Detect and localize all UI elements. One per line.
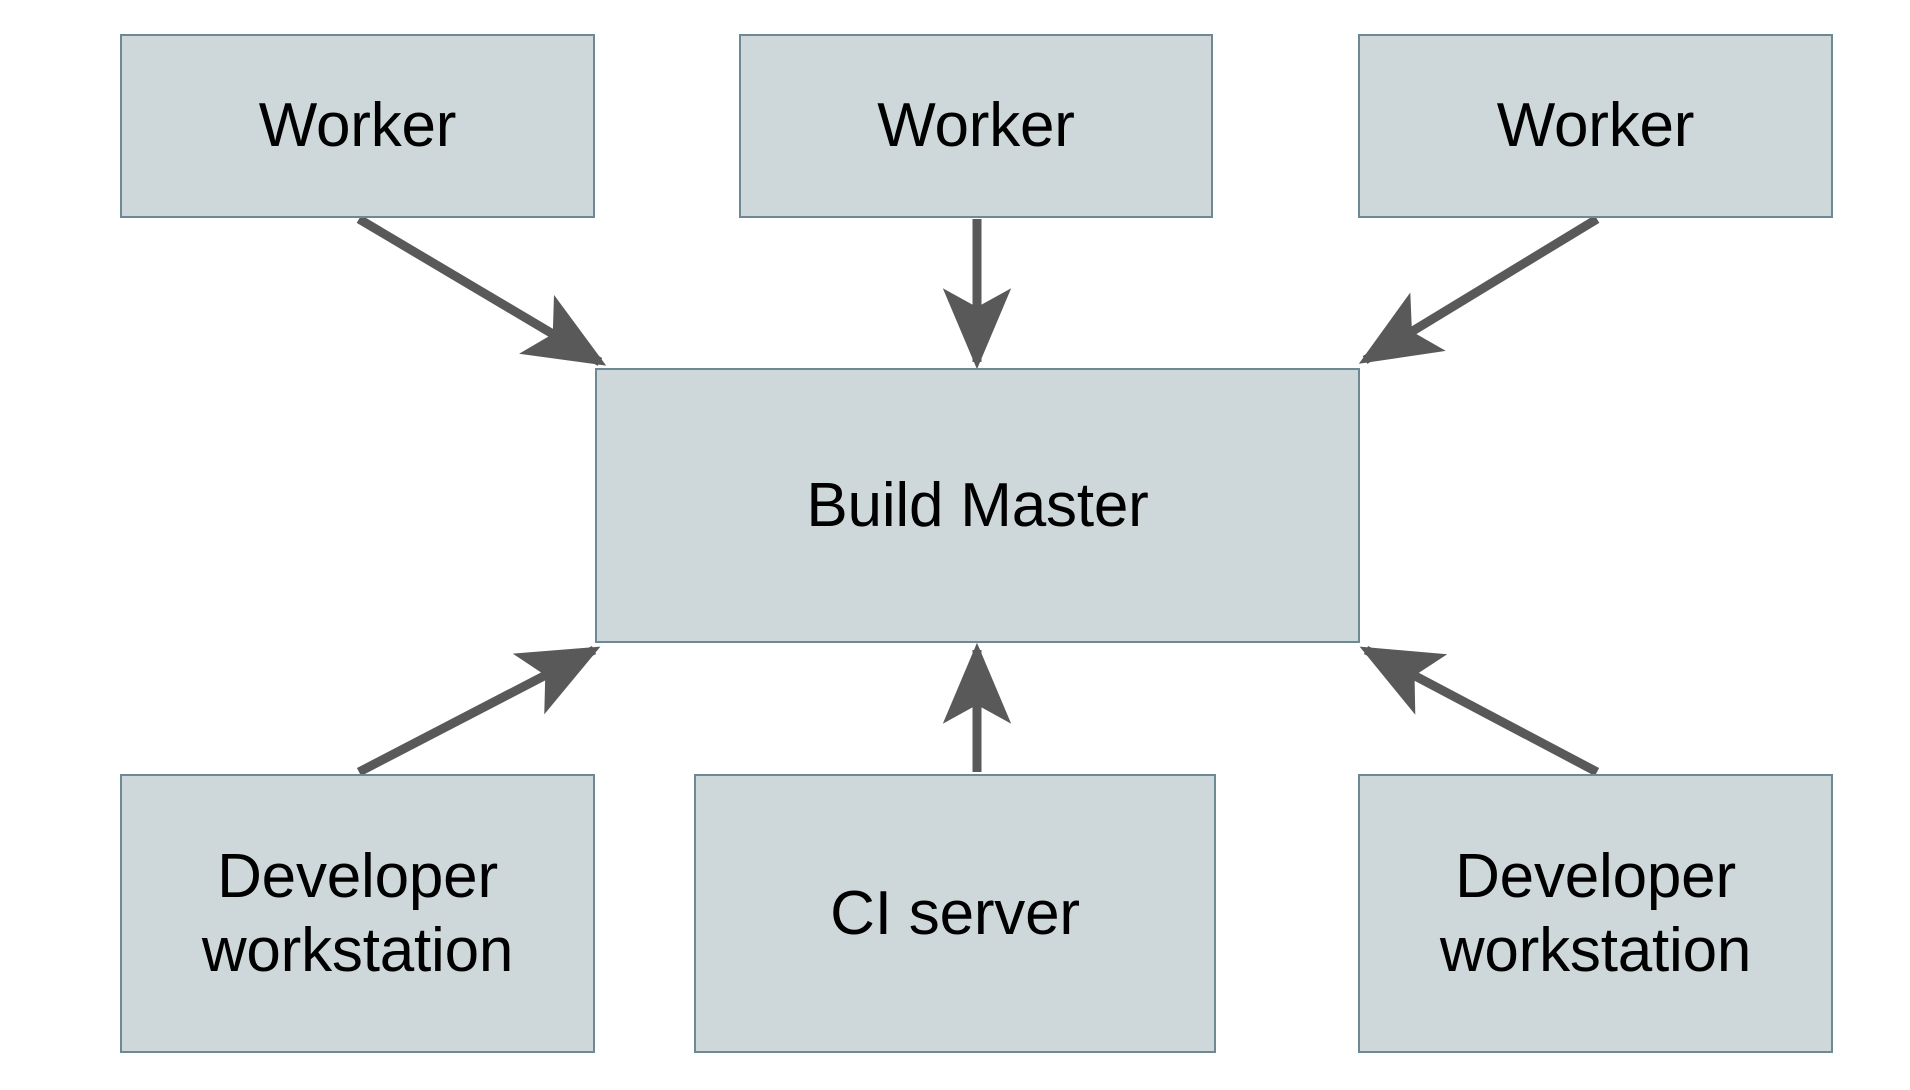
node-label: Build Master: [806, 470, 1149, 540]
node-worker-left[interactable]: Worker: [120, 34, 595, 218]
node-ci-server[interactable]: CI server: [694, 774, 1216, 1053]
node-label: Worker: [877, 91, 1075, 161]
node-worker-right[interactable]: Worker: [1358, 34, 1833, 218]
edge-dev-right-to-build-master: [1359, 646, 1600, 776]
node-label: Developer workstation: [201, 842, 514, 985]
node-developer-workstation-right[interactable]: Developer workstation: [1358, 774, 1833, 1053]
node-label: Developer workstation: [1439, 842, 1752, 985]
node-label: Worker: [1496, 91, 1695, 161]
node-developer-workstation-left[interactable]: Developer workstation: [120, 774, 595, 1053]
edge-worker-left-to-build-master: [356, 215, 607, 366]
node-label: Worker: [258, 91, 457, 161]
edge-dev-left-to-build-master: [356, 646, 601, 776]
node-worker-center[interactable]: Worker: [739, 34, 1213, 218]
node-build-master[interactable]: Build Master: [595, 368, 1360, 643]
node-label: CI server: [830, 878, 1080, 948]
edge-worker-right-to-build-master: [1358, 215, 1600, 364]
